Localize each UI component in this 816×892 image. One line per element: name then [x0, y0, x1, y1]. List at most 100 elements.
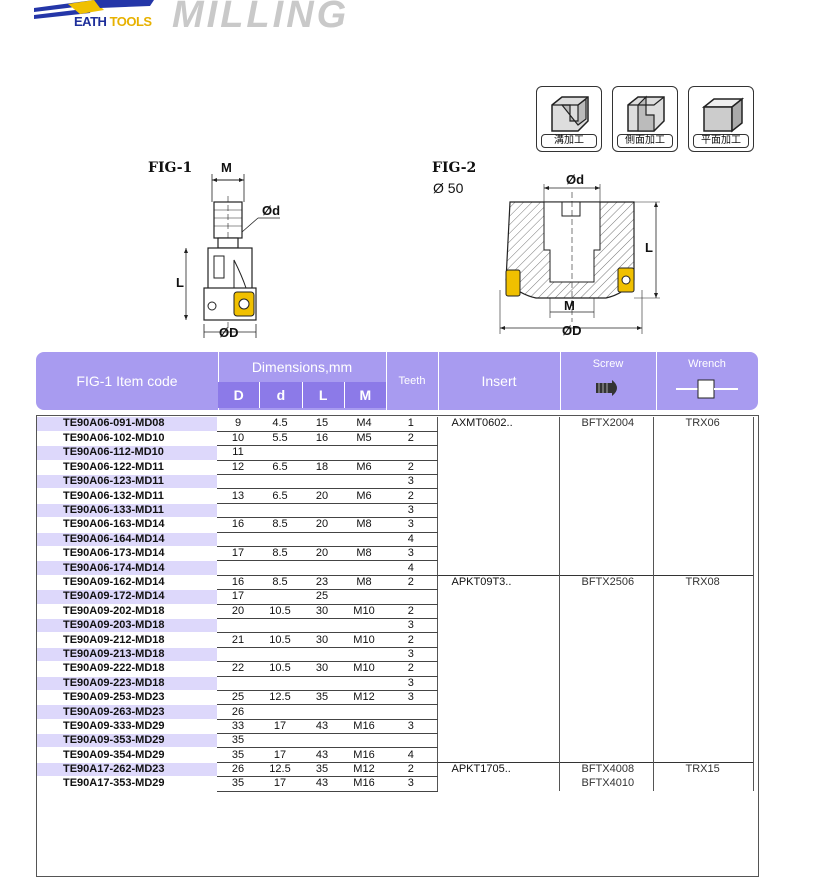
cell-dim-D — [217, 560, 259, 576]
cell-teeth: 3 — [385, 546, 437, 562]
table-frame — [36, 415, 759, 877]
cell-dim-M — [343, 503, 385, 519]
header-dimension-columns: D d L M — [218, 382, 386, 408]
cell-dim-L — [301, 676, 343, 691]
cell-teeth: 2 — [385, 661, 437, 677]
op-side-milling: 側面加工 — [612, 86, 678, 152]
cell-screw — [558, 676, 653, 691]
cell-dim-M — [343, 560, 385, 576]
cell-insert: APKT1705.. — [436, 761, 559, 777]
cell-dim-D: 17 — [217, 589, 259, 605]
fig1-dim-L: L — [176, 275, 184, 290]
cell-dim-M — [343, 676, 385, 691]
cell-dim-D: 35 — [217, 776, 259, 792]
face-milling-icon — [701, 97, 744, 133]
cell-wrench: TRX08 — [652, 574, 754, 590]
cell-item-code: TE90A09-222-MD18 — [37, 661, 217, 677]
header-col-D: D — [218, 382, 260, 408]
cell-dim-L: 35 — [301, 761, 343, 778]
cell-insert — [436, 704, 559, 720]
cell-item-code: TE90A09-212-MD18 — [37, 632, 217, 648]
cell-screw: BFTX4008 — [558, 761, 653, 777]
cell-dim-D: 17 — [217, 546, 259, 562]
cell-dim-d: 8.5 — [259, 546, 301, 562]
cell-item-code: TE90A09-202-MD18 — [37, 604, 217, 619]
logo-wordmark: EATH TOOLS — [74, 14, 152, 29]
cell-dim-M: M4 — [343, 417, 385, 432]
cell-screw: BFTX4010 — [558, 776, 653, 792]
header-item-code: FIG-1 Item code — [76, 373, 178, 389]
cell-dim-D: 13 — [217, 488, 259, 504]
cell-wrench — [652, 488, 754, 504]
cell-teeth — [385, 589, 437, 605]
cell-dim-L — [301, 560, 343, 576]
cell-dim-D: 25 — [217, 690, 259, 706]
fig2-size: Ø 50 — [433, 180, 464, 196]
cell-insert — [436, 488, 559, 504]
fig2-dim-M: M — [564, 298, 575, 313]
cell-dim-L — [301, 733, 343, 749]
cell-dim-d: 12.5 — [259, 690, 301, 706]
cell-dim-d: 6.5 — [259, 460, 301, 476]
cell-dim-L: 23 — [301, 574, 343, 591]
cell-dim-L — [301, 532, 343, 548]
cell-item-code: TE90A06-112-MD10 — [37, 445, 217, 461]
cell-dim-L: 18 — [301, 460, 343, 476]
cell-item-code: TE90A09-203-MD18 — [37, 618, 217, 634]
cell-dim-L: 35 — [301, 690, 343, 706]
cell-dim-d — [259, 560, 301, 576]
cell-screw — [558, 733, 653, 748]
cell-insert — [436, 532, 559, 547]
cell-wrench — [652, 704, 754, 720]
cell-wrench — [652, 690, 754, 705]
cell-dim-M: M6 — [343, 460, 385, 476]
cell-dim-M: M10 — [343, 604, 385, 619]
cell-dim-D — [217, 647, 259, 663]
cell-dim-L: 43 — [301, 747, 343, 763]
cell-wrench — [652, 460, 754, 475]
side-milling-icon — [627, 95, 665, 132]
cell-item-code: TE90A09-213-MD18 — [37, 647, 217, 663]
cell-wrench — [652, 532, 754, 547]
cell-dim-d — [259, 704, 301, 720]
cell-dim-D: 20 — [217, 604, 259, 619]
cell-wrench — [652, 503, 754, 518]
cell-dim-L: 16 — [301, 431, 343, 447]
cell-wrench — [652, 474, 754, 489]
cell-teeth: 2 — [385, 488, 437, 504]
header-divider — [438, 352, 439, 410]
header-col-M: M — [343, 382, 386, 408]
cell-insert — [436, 517, 559, 533]
cell-dim-D: 12 — [217, 460, 259, 476]
cell-item-code: TE90A06-163-MD14 — [37, 517, 217, 533]
cell-teeth: 3 — [385, 690, 437, 706]
cell-screw — [558, 532, 653, 547]
cell-dim-D: 26 — [217, 761, 259, 778]
fig1-drawing — [184, 174, 280, 338]
machining-operations: 溝加工 側面加工 平面加工 — [536, 86, 754, 152]
header-divider — [218, 352, 219, 410]
cell-dim-d — [259, 589, 301, 605]
cell-wrench: TRX15 — [652, 761, 754, 777]
fig2-drawing — [499, 184, 660, 334]
cell-insert — [436, 690, 559, 705]
op-label: 溝加工 — [541, 134, 597, 148]
cell-wrench — [652, 661, 754, 677]
cell-wrench — [652, 560, 754, 576]
cell-teeth: 2 — [385, 460, 437, 476]
fig2-dim-L: L — [645, 240, 653, 255]
cell-insert — [436, 618, 559, 633]
slot-milling-icon — [551, 96, 589, 132]
cell-screw — [558, 546, 653, 561]
cell-dim-d: 17 — [259, 776, 301, 792]
fig2-dim-d: Ød — [566, 172, 585, 187]
cell-teeth — [385, 445, 437, 461]
